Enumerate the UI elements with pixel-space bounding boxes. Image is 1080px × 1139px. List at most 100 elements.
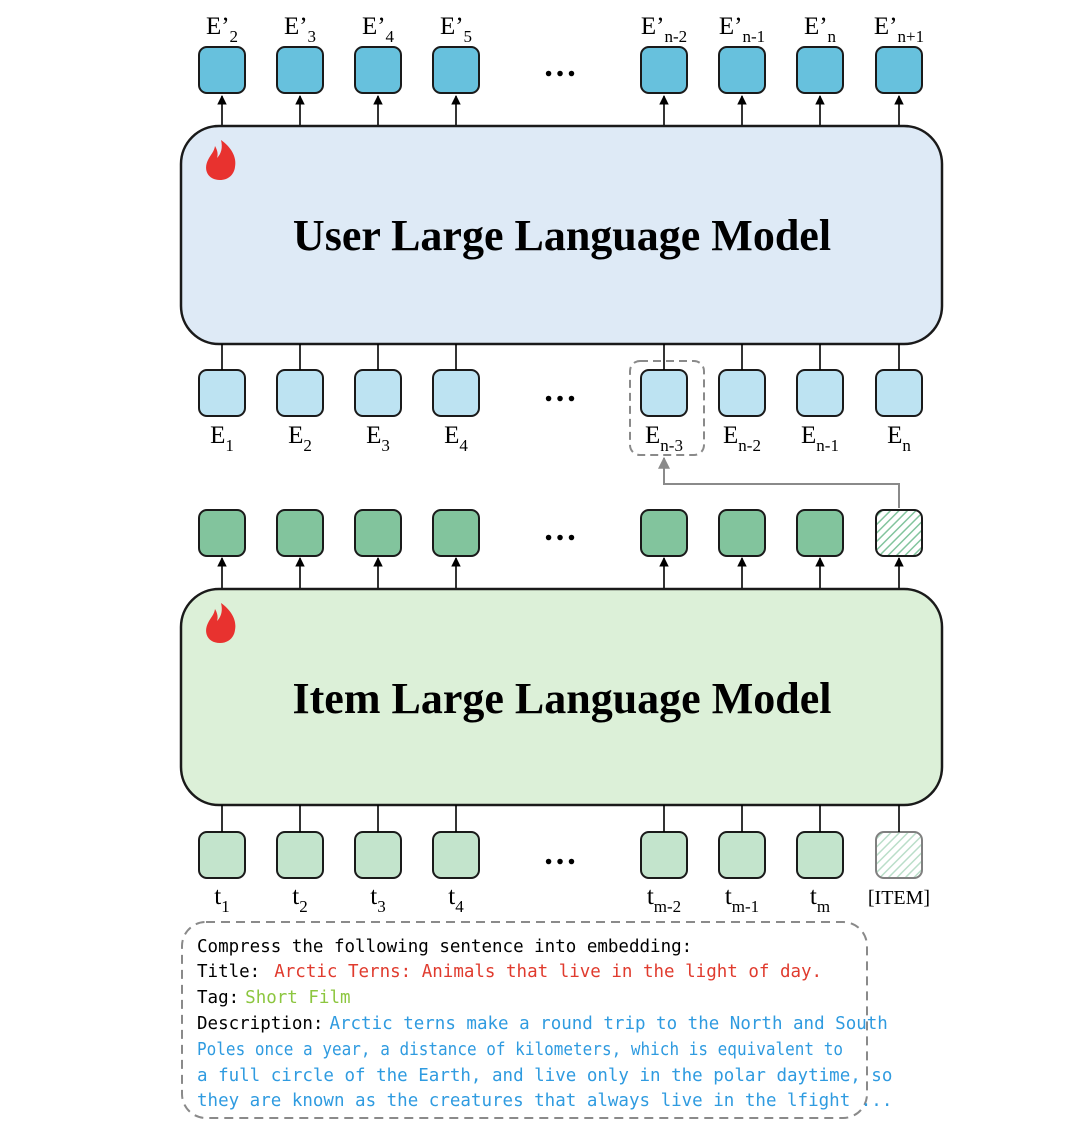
user-input-token-box — [276, 369, 324, 417]
item-input-token-box — [198, 831, 246, 879]
item-input-ellipsis: … — [543, 835, 577, 872]
item-input-token-box — [640, 831, 688, 879]
user-output-label-2: E’3 — [284, 13, 316, 46]
prompt-desc-text-1: Arctic terns make a round trip to the No… — [329, 1014, 887, 1034]
user-input-label-1: E1 — [210, 422, 234, 455]
highlight-box — [629, 360, 705, 456]
item-input-token-box — [796, 831, 844, 879]
item-output-tokens — [198, 509, 923, 589]
item-input-token-box — [432, 831, 480, 879]
user-input-label-7: En-1 — [801, 422, 839, 455]
item-llm-box — [179, 587, 944, 807]
item-output-token-box — [354, 509, 402, 557]
item-output-token-box — [198, 509, 246, 557]
prompt-tag-value: Short Film — [245, 988, 350, 1008]
prompt-title-value: Arctic Terns: Animals that live in the l… — [274, 962, 822, 982]
item-input-label-8: [ITEM] — [868, 887, 930, 909]
user-output-tokens — [198, 46, 923, 126]
user-input-label-5: En-3 — [645, 422, 683, 455]
user-input-token-5 — [640, 369, 688, 417]
item-output-token-1 — [198, 509, 246, 589]
user-output-token-4 — [432, 46, 480, 126]
item-output-token-box — [796, 509, 844, 557]
item-output-token-6 — [718, 509, 766, 589]
item-output-token-box — [432, 509, 480, 557]
user-output-token-box — [198, 46, 246, 94]
prompt-box — [181, 921, 868, 1119]
prompt-title-label: Title: — [197, 962, 260, 982]
item-output-token-box — [718, 509, 766, 557]
user-input-token-box — [875, 369, 923, 417]
user-output-token-box — [718, 46, 766, 94]
item-input-token-1 — [198, 831, 246, 879]
prompt-desc-text-4: they are known as the creatures that alw… — [197, 1091, 892, 1111]
item-input-token-4 — [432, 831, 480, 879]
user-output-token-box — [875, 46, 923, 94]
item-embedding-connector — [658, 456, 900, 508]
user-output-token-box — [276, 46, 324, 94]
user-input-label-6: En-2 — [723, 422, 761, 455]
user-input-token-box — [640, 369, 688, 417]
item-output-token-4 — [432, 509, 480, 589]
user-input-ellipsis: … — [543, 372, 577, 409]
item-input-label-5: tm-2 — [647, 883, 681, 916]
item-output-token-box — [875, 509, 923, 557]
item-output-token-box — [640, 509, 688, 557]
item-input-token-box — [354, 831, 402, 879]
item-input-token-2 — [276, 831, 324, 879]
item-input-label-4: t4 — [448, 883, 464, 916]
fire-icon — [206, 140, 236, 180]
user-input-tokens — [198, 344, 923, 417]
item-output-token-3 — [354, 509, 402, 589]
item-input-label-2: t2 — [292, 883, 307, 916]
user-output-label-1: E’2 — [206, 13, 238, 46]
user-input-label-8: En — [887, 422, 911, 455]
user-output-token-1 — [198, 46, 246, 126]
user-input-token-2 — [276, 369, 324, 417]
user-llm-title: User Large Language Model — [293, 211, 831, 260]
user-output-token-2 — [276, 46, 324, 126]
user-input-labels: E1 E2 E3 E4 En-3 En-2 En-1 En — [210, 422, 911, 455]
item-input-label-7: tm — [810, 883, 830, 916]
item-input-label-6: tm-1 — [725, 883, 759, 916]
user-input-token-box — [718, 369, 766, 417]
prompt-desc-line-1: Description: Arctic terns make a round tr… — [197, 1014, 888, 1034]
item-input-token-3 — [354, 831, 402, 879]
item-input-token-box — [875, 831, 923, 879]
user-output-token-box — [432, 46, 480, 94]
user-input-token-box — [354, 369, 402, 417]
item-input-token-box — [276, 831, 324, 879]
item-input-labels: t1 t2 t3 t4 tm-2 tm-1 tm [ITEM] — [214, 883, 930, 916]
user-output-token-6 — [718, 46, 766, 126]
prompt-tag-label: Tag: — [197, 988, 239, 1008]
item-output-ellipsis: … — [543, 511, 577, 548]
user-output-token-5 — [640, 46, 688, 126]
item-input-label-1: t1 — [214, 883, 229, 916]
prompt-desc-label: Description: — [197, 1014, 323, 1034]
item-input-token-7 — [796, 831, 844, 879]
user-input-token-8 — [875, 369, 923, 417]
user-input-label-4: E4 — [444, 422, 468, 455]
user-input-token-box — [432, 369, 480, 417]
user-input-token-box — [198, 369, 246, 417]
item-output-token-2 — [276, 509, 324, 589]
user-input-label-3: E3 — [366, 422, 390, 455]
item-output-token-5 — [640, 509, 688, 589]
item-input-token-8 — [875, 831, 923, 879]
user-input-token-4 — [432, 369, 480, 417]
user-output-token-box — [796, 46, 844, 94]
fire-icon — [206, 603, 236, 643]
user-input-label-2: E2 — [288, 422, 312, 455]
item-input-token-5 — [640, 831, 688, 879]
user-output-label-8: E’n+1 — [874, 13, 924, 46]
item-input-tokens — [198, 805, 923, 879]
item-input-label-3: t3 — [370, 883, 385, 916]
user-output-label-3: E’4 — [362, 13, 395, 46]
prompt-instruction: Compress the following sentence into emb… — [197, 937, 692, 957]
prompt-desc-text-2: Poles once a year, a distance of kilomet… — [197, 1040, 843, 1060]
user-output-token-box — [640, 46, 688, 94]
user-output-token-3 — [354, 46, 402, 126]
item-input-token-box — [718, 831, 766, 879]
